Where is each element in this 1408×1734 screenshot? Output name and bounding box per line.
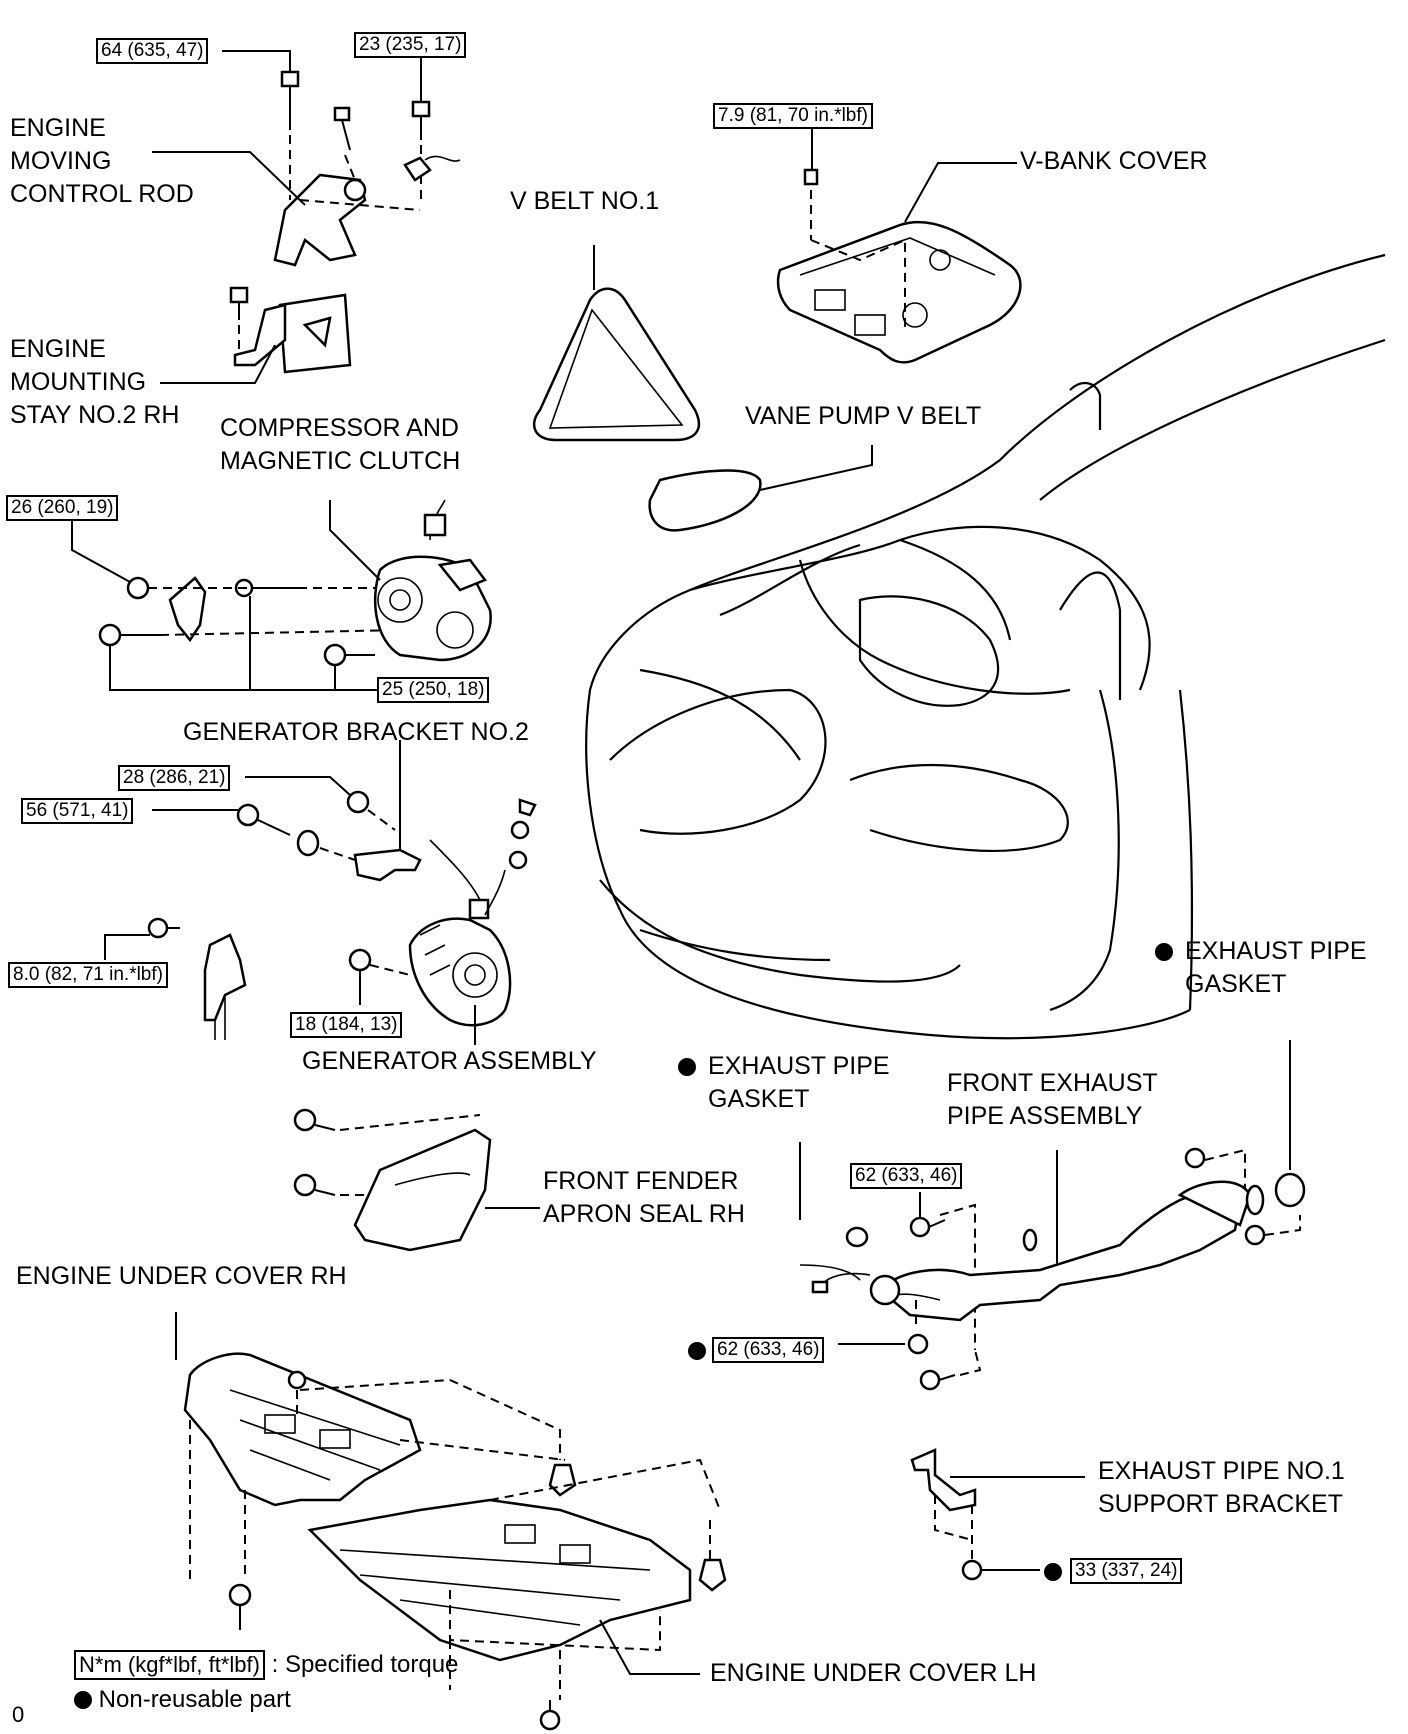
- exhaust-assembly-group: [799, 1040, 1306, 1391]
- legend-torque: N*m (kgf*lbf, ft*lbf) : Specified torque: [74, 1650, 458, 1680]
- support-bracket-group: [910, 1448, 1085, 1581]
- v-bank-cover-group: [776, 124, 1022, 364]
- torque-56: 56 (571, 41): [21, 798, 134, 824]
- label-exhaust-pipe-gasket-center: EXHAUST PIPE GASKET: [708, 1052, 890, 1113]
- torque-64: 64 (635, 47): [96, 38, 209, 64]
- torque-26: 26 (260, 19): [6, 495, 119, 521]
- label-generator-bracket-no2: GENERATOR BRACKET NO.2: [183, 718, 529, 746]
- label-vane-pump-v-belt: VANE PUMP V BELT: [745, 402, 982, 430]
- control-rod-group: [152, 50, 461, 384]
- torque-28: 28 (286, 21): [118, 765, 231, 791]
- fender-apron-seal-group: [293, 1108, 540, 1252]
- legend-non-reusable-text: Non-reusable part: [98, 1686, 291, 1713]
- under-cover-rh-group: [175, 1312, 577, 1630]
- small-bracket-group: [104, 917, 247, 1040]
- torque-23: 23 (235, 17): [354, 32, 467, 58]
- non-reusable-dot-gasket-center: [678, 1058, 696, 1076]
- torque-62-lower: 62 (633, 46): [712, 1337, 825, 1363]
- label-engine-mounting-stay: ENGINE MOUNTING STAY NO.2 RH: [10, 335, 180, 429]
- label-v-belt-no1: V BELT NO.1: [510, 187, 660, 215]
- torque-8-0: 8.0 (82, 71 in.*lbf): [8, 962, 168, 988]
- label-engine-under-cover-lh: ENGINE UNDER COVER LH: [710, 1659, 1037, 1687]
- compressor-group: [71, 499, 492, 691]
- label-exhaust-pipe-gasket-right: EXHAUST PIPE GASKET: [1185, 937, 1367, 998]
- non-reusable-dot-gasket-right: [1155, 943, 1173, 961]
- label-engine-under-cover-rh: ENGINE UNDER COVER RH: [16, 1262, 347, 1290]
- label-exhaust-pipe-support-bracket: EXHAUST PIPE NO.1 SUPPORT BRACKET: [1098, 1457, 1345, 1518]
- label-front-exhaust-pipe-assembly: FRONT EXHAUST PIPE ASSEMBLY: [947, 1069, 1158, 1130]
- label-compressor: COMPRESSOR AND MAGNETIC CLUTCH: [220, 414, 461, 475]
- generator-assembly-group: [348, 917, 512, 1045]
- non-reusable-dot-62: [688, 1342, 706, 1360]
- under-cover-lh-group: [307, 1458, 727, 1731]
- torque-7-9: 7.9 (81, 70 in.*lbf): [713, 103, 873, 129]
- torque-25: 25 (250, 18): [377, 677, 490, 703]
- corner-mark: 0: [12, 1702, 25, 1727]
- non-reusable-dot-33: [1044, 1563, 1062, 1581]
- label-front-fender-apron-seal: FRONT FENDER APRON SEAL RH: [543, 1167, 745, 1228]
- label-v-bank-cover: V-BANK COVER: [1020, 147, 1208, 175]
- torque-18: 18 (184, 13): [290, 1012, 403, 1038]
- legend-non-reusable: Non-reusable part: [74, 1685, 291, 1715]
- label-generator-assembly: GENERATOR ASSEMBLY: [302, 1047, 597, 1075]
- generator-bracket-group: [152, 740, 537, 920]
- v-belts: [532, 245, 873, 532]
- torque-33: 33 (337, 24): [1070, 1558, 1183, 1584]
- legend-unit-text: : Specified torque: [271, 1651, 459, 1678]
- legend-dot: [74, 1691, 92, 1709]
- torque-62-upper: 62 (633, 46): [850, 1163, 963, 1189]
- legend-unit-box: N*m (kgf*lbf, ft*lbf): [74, 1650, 265, 1680]
- vehicle-front-outline: [585, 253, 1386, 1040]
- label-engine-moving-control-rod: ENGINE MOVING CONTROL ROD: [10, 114, 194, 208]
